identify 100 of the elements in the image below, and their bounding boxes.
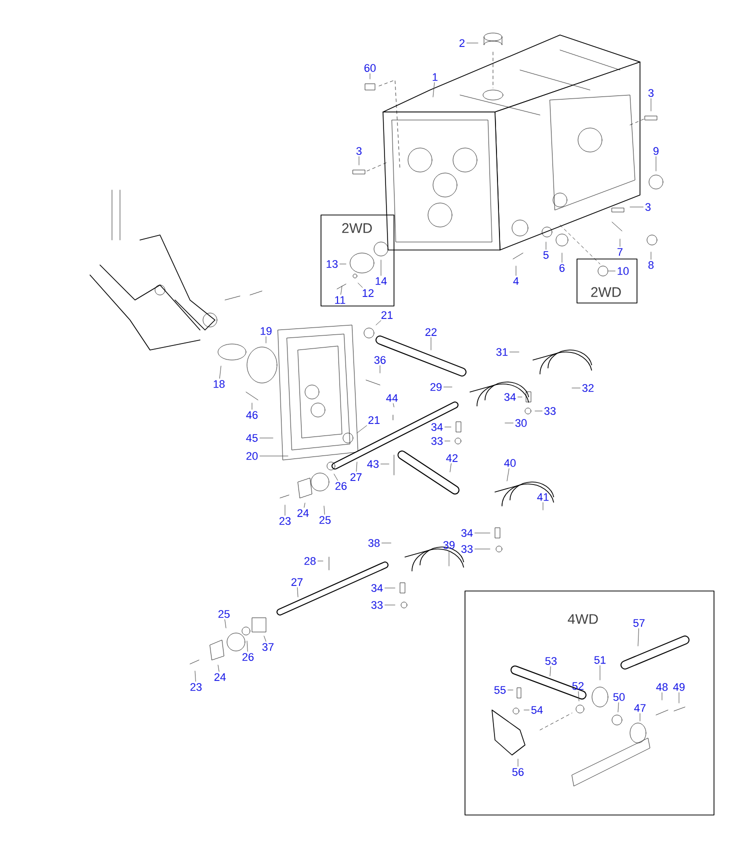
callout-number: 31 [496,348,508,356]
callout-number: 20 [246,452,258,460]
callout-number: 34 [371,584,383,592]
callout-number: 40 [504,459,516,467]
callout-number: 23 [190,683,202,691]
leader-line [650,98,652,112]
callout-number: 55 [494,686,506,694]
callout-number: 52 [572,682,584,690]
leader-line [356,425,368,434]
callout-number: 21 [381,311,393,319]
callout-number: 49 [673,683,685,691]
callout-number: 28 [304,557,316,565]
callout-number: 34 [431,423,443,431]
callout-number: 27 [350,473,362,481]
callout-number: 27 [291,578,303,586]
leader-line [304,502,306,508]
callout-number: 57 [633,619,645,627]
callout-number: 13 [326,260,338,268]
callout-number: 47 [634,704,646,712]
leader-line [630,206,644,208]
callout-number: 11 [335,296,346,304]
callout-number: 25 [319,516,331,524]
leader-line [382,542,392,544]
callout-number: 34 [504,393,516,401]
callout-number: 39 [443,541,455,549]
leader-line [678,692,680,704]
callout-number: 29 [430,383,442,391]
callout-number: 24 [214,673,226,681]
leader-line [450,463,452,472]
callout-number: 18 [214,380,225,388]
leader-line [297,587,298,598]
leader-line [518,396,522,398]
callout-number: 14 [376,277,387,285]
leader-line [219,366,222,379]
leader-line [376,320,382,326]
callout-number: 5 [543,251,549,259]
leader-line [218,664,220,672]
leader-line [224,619,226,628]
callout-number: 24 [297,509,309,517]
leader-line [358,282,363,288]
leader-line [246,640,248,652]
callout-number: 25 [218,610,230,618]
leader-line [534,410,542,412]
leader-line [392,403,394,408]
callout-number: 26 [335,482,347,490]
callout-number: 7 [618,248,622,256]
callout-number: 19 [260,327,272,335]
leader-line [550,666,551,676]
callout-number: 23 [279,517,291,525]
leader-line [284,504,286,516]
callout-number: 1 [432,73,438,81]
leader-line [358,156,360,166]
callout-number: 6 [560,264,565,272]
callout-number: 34 [461,529,473,537]
callout-number: 56 [512,768,524,776]
leader-line [618,702,619,712]
leader-line [638,628,639,646]
callout-number: 33 [461,545,473,553]
callout-number: 46 [246,411,258,419]
callout-number: 32 [582,384,594,392]
leader-line [194,670,196,682]
callout-number: 41 [537,493,549,501]
callout-number: 45 [246,434,258,442]
callout-number: 4 [513,277,519,285]
callout-number: 38 [368,539,380,547]
leader-line [334,474,338,481]
callout-number: 33 [544,407,556,415]
callout-number: 8 [648,261,654,269]
leader-line [380,260,382,276]
callout-number: 2 [460,39,464,47]
callout-number: 26 [242,653,254,661]
leader-line [474,548,490,550]
callout-number: 37 [262,643,274,651]
leader-line [448,550,450,566]
callout-number: 36 [374,356,386,364]
callout-number: 3 [648,89,654,97]
callout-number: 12 [362,289,374,297]
leader-line [324,506,325,515]
leader-line [318,560,324,562]
callout-number: 33 [371,601,383,609]
callout-number: 53 [545,657,557,665]
leader-line [506,468,510,482]
callout-number: 30 [515,419,527,427]
leader-line [444,440,450,442]
leader-line [608,270,616,272]
leader-line [542,502,544,510]
leader-line [504,422,514,424]
callout-number: 43 [367,460,379,468]
leader-line [430,337,432,350]
leader-line [264,636,266,642]
callout-number: 50 [613,693,625,701]
callout-number: 3 [645,203,651,211]
leader-line [432,82,435,98]
leader-line [444,426,452,428]
leader-line [444,386,452,388]
callout-number: 21 [368,416,380,424]
callout-number: 48 [656,683,668,691]
callout-number: 33 [431,437,443,445]
callout-number: 60 [364,64,376,72]
leader-line [356,462,358,472]
